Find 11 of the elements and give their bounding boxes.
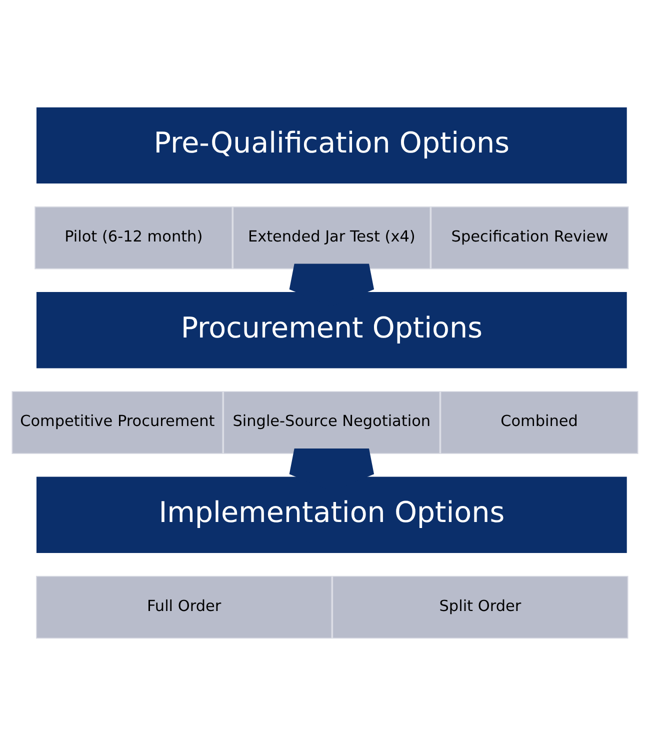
node-box: Combined [440, 390, 638, 454]
node-box: Pre-Qualification Options [36, 106, 627, 183]
node-box: Procurement Options [36, 292, 627, 368]
node-box: Pilot (6-12 month) [34, 206, 233, 269]
node-box: Single-Source Negotiation [223, 390, 440, 454]
node-box: Extended Jar Test (x4) [232, 206, 431, 269]
node-box: Competitive Procurement [12, 390, 224, 454]
node-box: Specification Review [430, 206, 629, 269]
node-box: Implementation Options [36, 476, 627, 552]
node-box: Full Order [36, 575, 332, 638]
node-box: Split Order [332, 575, 628, 638]
